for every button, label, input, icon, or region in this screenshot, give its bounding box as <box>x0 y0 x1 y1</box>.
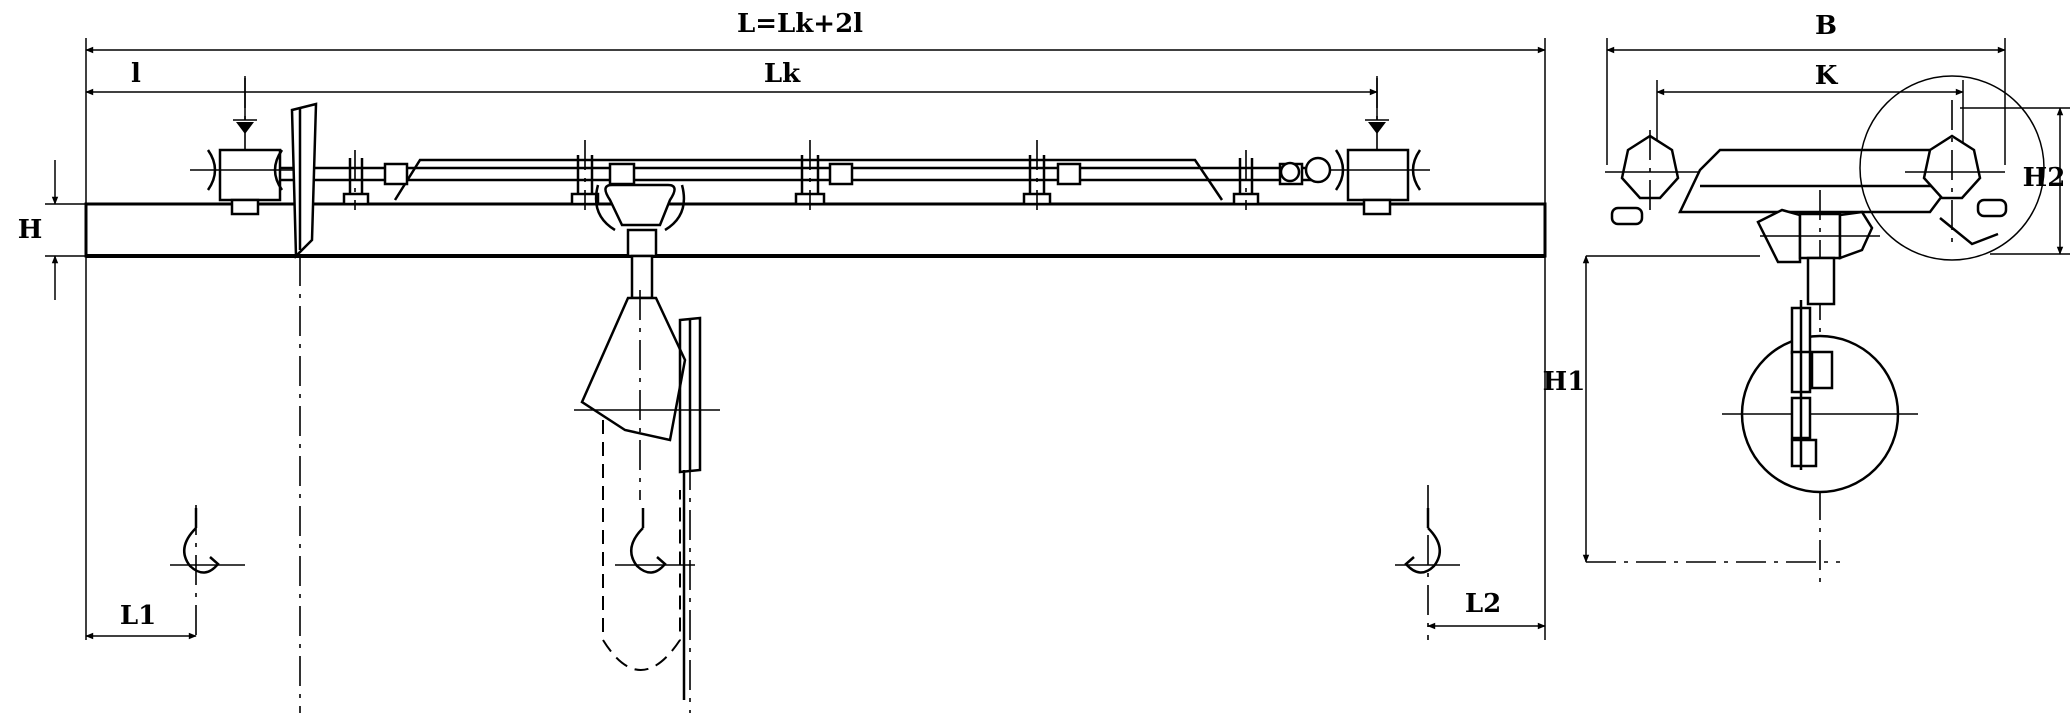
left-hook-limit-label: L1 <box>120 601 156 631</box>
span-dimension: Lk l <box>85 59 1378 120</box>
girder-height-label: H <box>18 215 43 245</box>
width-label: B <box>1815 11 1837 41</box>
lift-height-label: H1 <box>1543 367 1586 397</box>
front-view: L=Lk+2l Lk l H <box>18 9 1547 713</box>
width-dimension: B <box>1606 11 2006 165</box>
main-girder <box>84 202 1547 258</box>
left-hook-limit-dimension: L1 <box>85 601 197 640</box>
overhang-label: l <box>131 59 141 89</box>
overall-length-label: L=Lk+2l <box>737 9 863 39</box>
wheel-base-label: K <box>1815 61 1839 91</box>
side-trolley <box>1756 190 1880 585</box>
side-view: B K H2 <box>1543 11 2070 585</box>
span-label: Lk <box>764 59 801 89</box>
left-hook <box>170 505 245 640</box>
right-hook-limit-label: L2 <box>1465 589 1501 619</box>
side-hook-block <box>1722 300 1918 494</box>
hoist-trolley <box>574 183 720 713</box>
girder-height-dimension: H <box>18 160 86 300</box>
center-hook <box>615 508 695 574</box>
right-end-carriage <box>1279 78 1430 216</box>
lift-height-dimension: H1 <box>1543 255 1840 563</box>
right-hook-limit-dimension: L2 <box>1427 589 1546 630</box>
side-carriage <box>1605 75 2045 261</box>
right-hook <box>1395 485 1460 640</box>
drive-shaft <box>280 140 1320 210</box>
overall-length-dimension: L=Lk+2l <box>85 9 1546 54</box>
left-end-carriage <box>190 78 318 713</box>
